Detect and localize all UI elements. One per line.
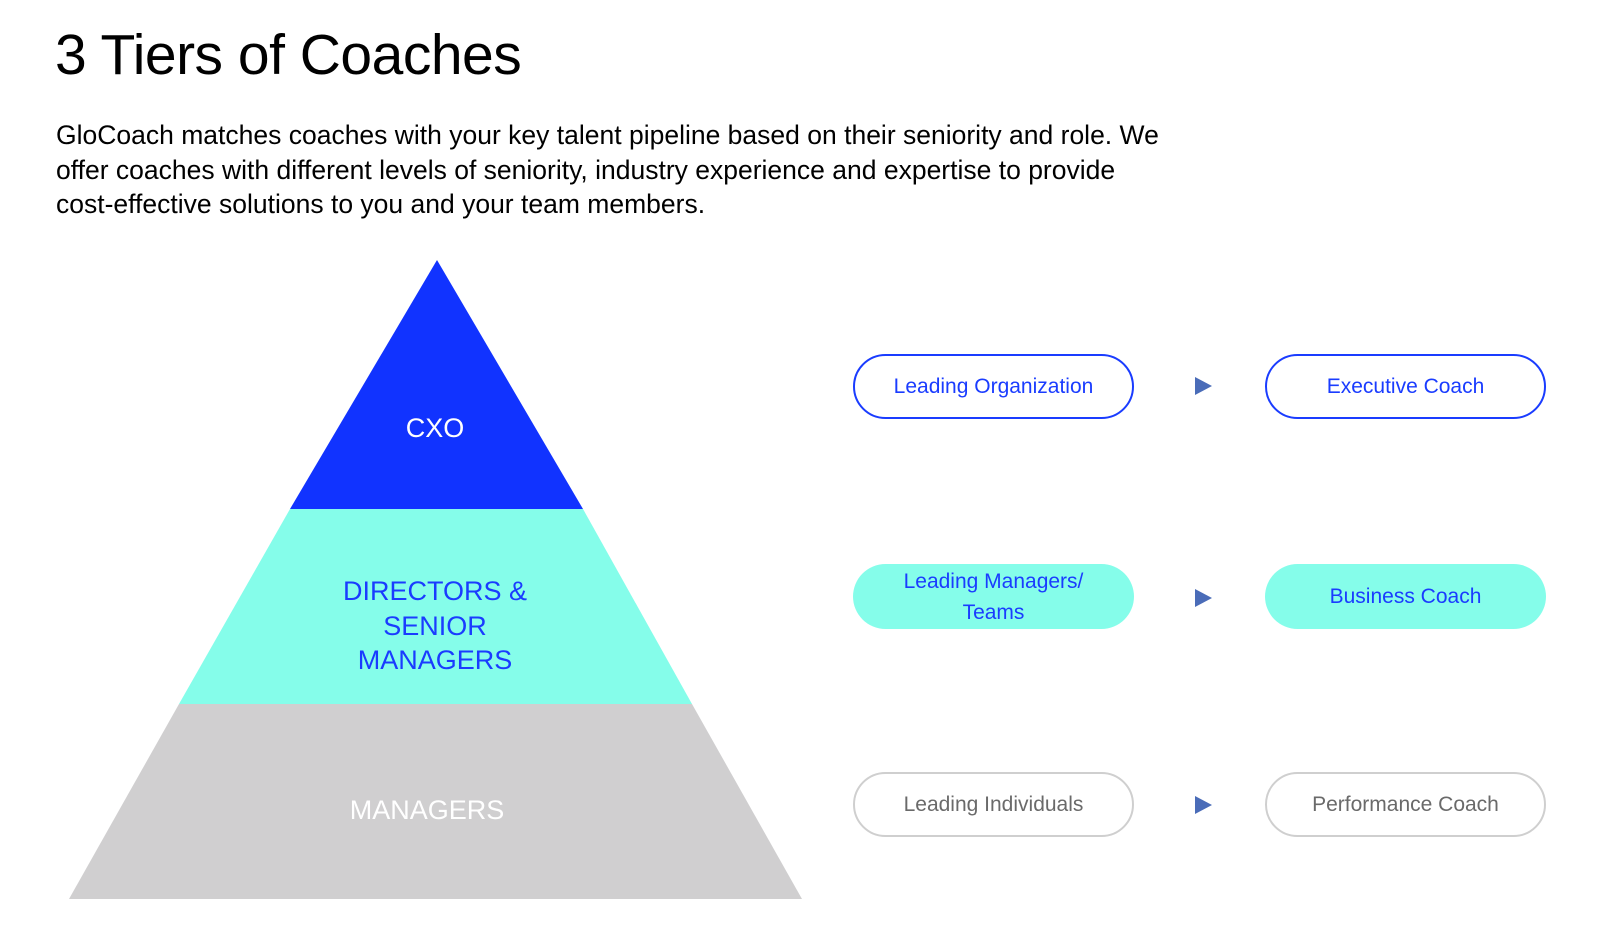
focus-pill-individuals: Leading Individuals <box>853 772 1134 837</box>
pyramid-diagram <box>69 260 802 899</box>
coach-pill-executive: Executive Coach <box>1265 354 1546 419</box>
pyramid-tier-cxo <box>290 260 583 509</box>
tier-label-line: DIRECTORS & <box>342 576 528 606</box>
focus-pill-managers: Leading Managers/ Teams <box>853 564 1134 629</box>
arrow-right-icon <box>1195 377 1212 395</box>
tier-label-managers: MANAGERS <box>349 795 505 825</box>
page-description: GloCoach matches coaches with your key t… <box>56 120 1159 219</box>
coach-pill-business: Business Coach <box>1265 564 1546 629</box>
focus-line: Leading Managers/ <box>903 569 1084 593</box>
tier-label-line: SENIOR <box>383 610 487 641</box>
arrow-right-icon <box>1195 589 1212 607</box>
focus-pill-organization: Leading Organization <box>853 354 1134 419</box>
focus-line: Teams <box>962 600 1025 624</box>
pyramid-tier-directors <box>179 509 692 704</box>
tier-label-line: MANAGERS <box>357 645 513 675</box>
pyramid-tier-managers <box>69 704 802 899</box>
page-title: 3 Tiers of Coaches <box>55 23 522 87</box>
tier-label-cxo: CXO <box>405 413 465 443</box>
coach-pill-performance: Performance Coach <box>1265 772 1546 837</box>
tier-label-directors: DIRECTORS & SENIOR MANAGERS <box>285 574 585 678</box>
arrow-right-icon <box>1195 796 1212 814</box>
